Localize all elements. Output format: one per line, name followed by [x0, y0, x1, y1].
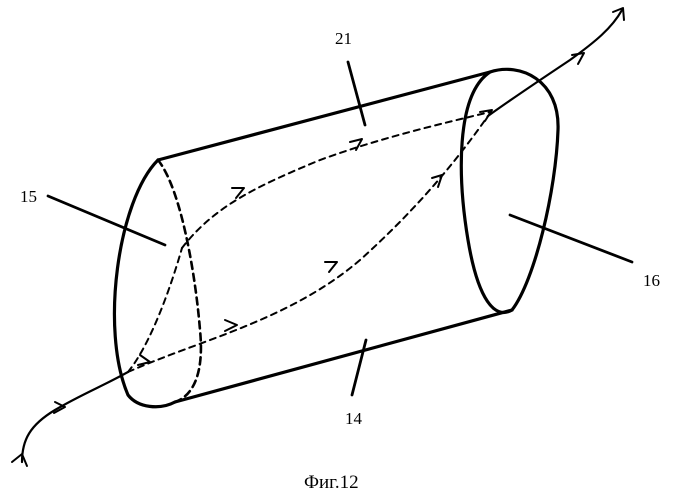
cylinder-top-edge: [158, 72, 490, 160]
incoming-ray: [22, 372, 128, 462]
internal-trajectories: [128, 112, 490, 372]
label-16: 16: [643, 271, 660, 290]
leader-15: [48, 196, 165, 245]
left-end-front-arc: [114, 160, 175, 407]
leader-14: [352, 340, 366, 395]
leader-16: [510, 215, 632, 262]
label-14: 14: [345, 409, 363, 428]
arrow-icon: [325, 262, 337, 272]
right-end-ellipse: [461, 69, 558, 312]
leader-21: [348, 62, 365, 125]
figure-caption: Фиг.12: [304, 472, 359, 493]
arrow-icon: [12, 454, 27, 466]
cylinder-bottom-edge: [175, 310, 512, 402]
label-15: 15: [20, 187, 37, 206]
trajectory-upper: [182, 112, 490, 248]
label-21: 21: [335, 29, 352, 48]
cylinder: [114, 69, 558, 406]
left-end-hidden-arc: [158, 160, 201, 402]
